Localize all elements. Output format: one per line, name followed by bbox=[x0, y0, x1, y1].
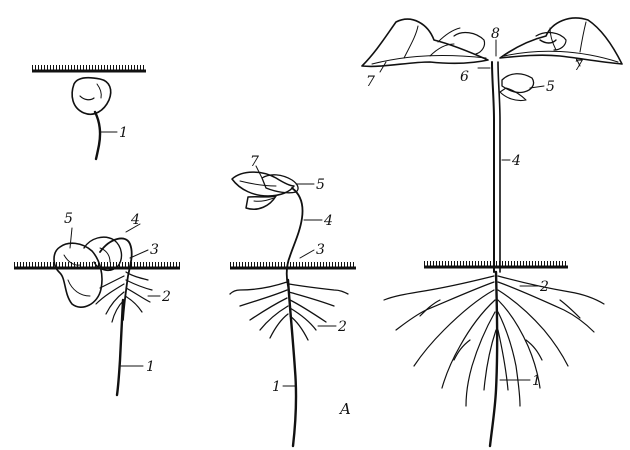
leaf-left bbox=[362, 19, 488, 66]
leaf-right bbox=[500, 18, 622, 64]
label-1: 1 bbox=[119, 125, 128, 141]
taproot bbox=[288, 280, 296, 446]
label-8: 8 bbox=[491, 26, 500, 42]
panel-letter: A bbox=[338, 400, 351, 418]
stage-4-plant: 8 7 6 7 5 4 2 1 bbox=[362, 18, 622, 446]
radicle bbox=[95, 112, 100, 159]
label-7: 7 bbox=[250, 154, 259, 170]
label-1: 1 bbox=[272, 379, 281, 395]
stem bbox=[492, 62, 494, 272]
stage-1-seedling: 1 bbox=[32, 68, 146, 159]
label-7: 7 bbox=[574, 58, 583, 74]
seed bbox=[72, 78, 111, 115]
stem bbox=[498, 62, 500, 272]
label-5: 5 bbox=[316, 177, 325, 193]
label-2: 2 bbox=[337, 319, 347, 335]
label-5: 5 bbox=[64, 211, 73, 227]
taproot bbox=[490, 272, 497, 446]
lateral-roots bbox=[384, 276, 604, 406]
stage-2-seedling: 5 4 3 2 1 bbox=[14, 211, 180, 395]
cotyledons bbox=[54, 237, 121, 307]
label-4: 4 bbox=[130, 212, 140, 228]
cotyledons-and-leaves bbox=[232, 172, 298, 209]
label-4: 4 bbox=[323, 213, 333, 229]
cotyledon bbox=[500, 74, 534, 101]
label-5: 5 bbox=[546, 79, 555, 95]
label-6: 6 bbox=[460, 69, 469, 85]
label-2: 2 bbox=[161, 289, 171, 305]
label-4: 4 bbox=[511, 153, 521, 169]
label-1: 1 bbox=[532, 373, 541, 389]
label-1: 1 bbox=[146, 359, 155, 375]
stage-3-seedling: 7 5 4 3 2 1 A bbox=[230, 154, 356, 446]
label-3: 3 bbox=[150, 242, 159, 258]
stem bbox=[287, 188, 303, 286]
label-3: 3 bbox=[316, 242, 325, 258]
taproot bbox=[117, 300, 123, 395]
label-2: 2 bbox=[539, 279, 549, 295]
label-7: 7 bbox=[366, 74, 375, 90]
